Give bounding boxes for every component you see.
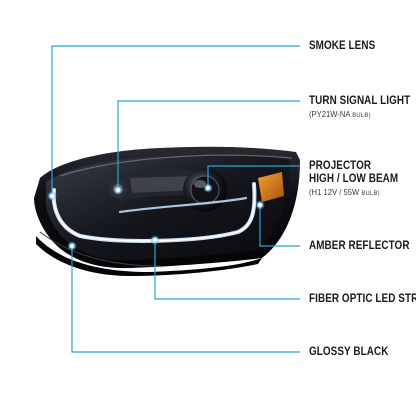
headlight-product-image (34, 146, 300, 276)
projector-bulb-code: (H1 12V / 55W (309, 187, 360, 197)
amber-reflector-shape (258, 172, 284, 202)
projector-beam-label: HIGH / LOW BEAM (309, 173, 399, 185)
smoke-lens-leader (51, 45, 300, 196)
smoke-lens-label: SMOKE LENS (309, 40, 376, 52)
turn-signal-bulb-note: (PY21W-NA BULB) (309, 109, 371, 121)
amber-reflector-leader (259, 205, 300, 247)
fiber-optic-leader (154, 240, 300, 300)
glossy-black-leader (71, 246, 300, 353)
projector-bulb-word: BULB) (361, 190, 380, 197)
turn-signal-bulb-code: (PY21W-NA (309, 109, 351, 119)
projector-leader (207, 165, 300, 188)
projector-label: PROJECTOR (309, 160, 372, 172)
turn-signal-leader (117, 100, 300, 190)
glossy-black-label: GLOSSY BLACK (309, 346, 389, 358)
callout-dots (47, 183, 265, 251)
fiber-optic-label: FIBER OPTIC LED STRIP (309, 293, 416, 305)
callout-leader-lines (51, 45, 300, 353)
turn-signal-bulb-word: BULB) (352, 112, 371, 119)
projector-bulb-note: (H1 12V / 55W BULB) (309, 187, 380, 199)
turn-signal-label: TURN SIGNAL LIGHT (309, 95, 411, 107)
amber-reflector-label: AMBER REFLECTOR (309, 240, 410, 252)
